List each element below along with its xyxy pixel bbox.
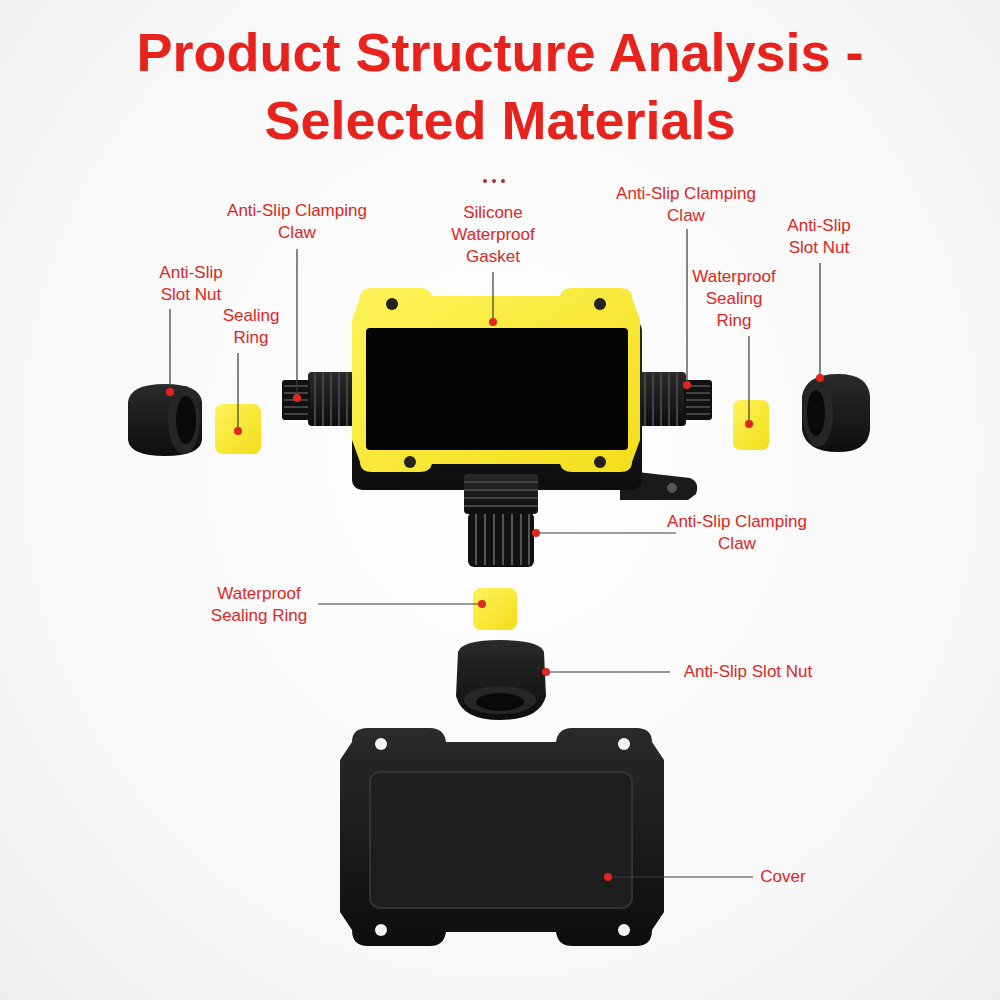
part-label: Anti-Slip Slot Nut xyxy=(145,262,237,306)
part-label: Waterproof Sealing Ring xyxy=(194,583,324,627)
leader-lines xyxy=(170,229,820,877)
junction-box-housing xyxy=(352,288,697,500)
decor-dots xyxy=(483,179,505,183)
part-label: Anti-Slip Clamping Claw xyxy=(616,183,756,227)
page-title: Product Structure Analysis - Selected Ma… xyxy=(60,18,940,154)
part-label: Waterproof Sealing Ring xyxy=(688,266,780,332)
part-label: Anti-Slip Clamping Claw xyxy=(227,200,367,244)
left-gland xyxy=(282,372,358,426)
part-label: Anti-Slip Slot Nut xyxy=(773,215,865,259)
leader-dots xyxy=(166,318,824,881)
part-label: Cover xyxy=(723,866,843,888)
part-label: Anti-Slip Clamping Claw xyxy=(667,511,807,555)
slot-nuts xyxy=(128,374,870,720)
part-label: Silicone Waterproof Gasket xyxy=(443,202,543,268)
part-label: Sealing Ring xyxy=(211,305,291,349)
right-gland xyxy=(636,372,712,426)
cover-plate xyxy=(340,728,664,946)
bottom-gland xyxy=(464,474,538,567)
part-label: Anti-Slip Slot Nut xyxy=(648,661,848,683)
